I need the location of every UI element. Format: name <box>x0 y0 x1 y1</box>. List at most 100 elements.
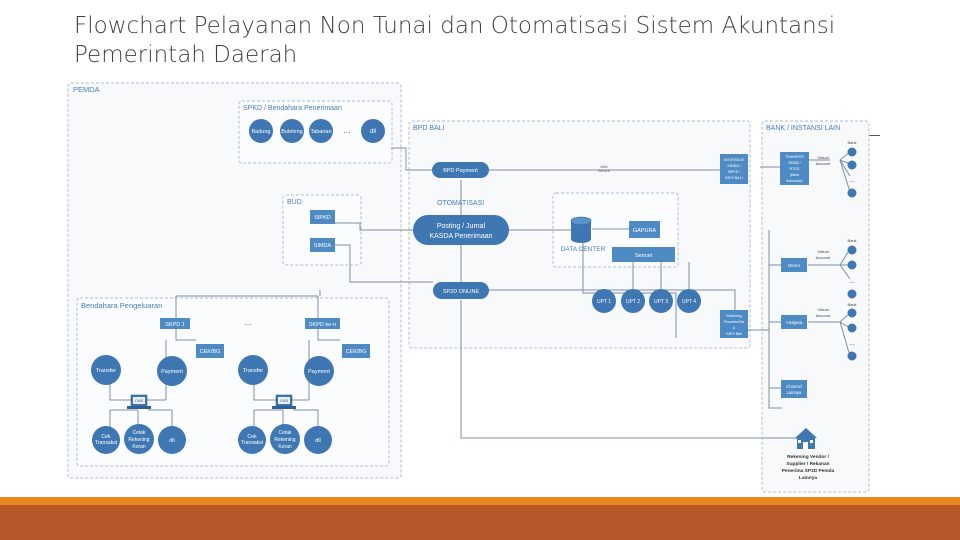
sencet-box <box>612 247 675 262</box>
virtual-account-label-1a: Virtual <box>817 155 828 160</box>
spkd-node-badung-label: Badung <box>252 129 271 135</box>
transfer-sknbi-label-5: Indonesia) <box>786 179 802 183</box>
cms-label-1: CMS <box>135 399 144 403</box>
database-icon <box>570 216 592 243</box>
web-service-label-1: Web <box>600 165 607 169</box>
cetak-rekening-label-1a: Cetak <box>132 430 146 436</box>
spkd-node-badung <box>249 119 273 143</box>
upt-node-2-label: UPT 2 <box>626 299 640 305</box>
cetak-rekening-label-2a: Cetak <box>278 430 292 436</box>
virtual-account-label-1b: Account <box>816 161 831 166</box>
dll-node-1 <box>158 426 186 454</box>
bank-panel <box>761 120 870 493</box>
channel-lainnya-box <box>781 380 807 398</box>
interface-label-3: SIPKD / <box>728 170 741 174</box>
switching-box <box>720 310 748 338</box>
web-service-label-2: Service <box>598 169 610 173</box>
bank-node-3a <box>847 308 857 318</box>
bpd-payment-node <box>432 162 489 178</box>
skpd-n-label: SKPD ke-n <box>309 322 336 328</box>
bank-node-3b <box>847 323 857 333</box>
transfer-sknbi-label-3: RTGS <box>790 167 800 171</box>
slide-title-line-2: Pemerintah Daerah <box>74 42 298 68</box>
title-rule <box>868 135 880 136</box>
bendahara-panel <box>76 297 390 467</box>
bank-ellipsis-3: … <box>849 341 855 347</box>
cetak-rekening-label-2b: Rekening <box>274 437 295 443</box>
payment-node-1 <box>157 356 187 386</box>
skpd-n-box <box>305 318 340 329</box>
bendahara-label: Bendahara Pengeluaran <box>81 301 162 310</box>
posting-label-2: KASDA Penerimaan <box>429 233 492 240</box>
payment-label-1: Payment <box>161 369 183 375</box>
transfer-sknbi-label-1: TRANSFER <box>785 155 804 159</box>
bank-node-2c <box>847 289 857 299</box>
transfer-node-1 <box>91 355 121 385</box>
simda-label: SIMDA <box>314 243 332 249</box>
bud-panel <box>282 194 362 266</box>
interface-box <box>720 154 748 184</box>
dll-label-2: dll <box>315 438 321 444</box>
channel-lainnya-label-1: Channel <box>786 384 802 389</box>
upt-nodes: UPT 1 UPT 2 UPT 3 UPT 4 <box>592 289 701 313</box>
switching-label-2: Prosedur/Sw <box>724 320 745 324</box>
cek-bg-box-2 <box>342 344 370 358</box>
cek-bg-label-1: CEK/BG <box>200 349 221 355</box>
channel-lainnya-label-2: Lainnya <box>787 390 802 395</box>
vendor-label-2: Supplier / Rekanan <box>786 461 829 467</box>
interface-label-1: INTERFACE <box>724 158 745 162</box>
house-icon <box>795 428 817 449</box>
bank-node-2b <box>847 260 857 270</box>
sipkd-label: SIPKD <box>314 215 331 221</box>
data-center-label: DATA CENTER <box>561 246 606 253</box>
switching-label-4: INFO Bali <box>726 332 742 336</box>
cek-transaksi-node-1 <box>92 426 120 454</box>
laptop-icon-1 <box>127 394 151 409</box>
cetak-rekening-label-1b: Rekening <box>128 437 149 443</box>
footer-bar-rust <box>0 505 960 540</box>
transfer-node-2 <box>238 355 268 385</box>
gapura-box <box>629 221 660 238</box>
bank-node-1c <box>847 188 857 198</box>
switching-label-3: & <box>733 326 736 330</box>
payment-node-2 <box>304 356 334 386</box>
virtual-account-label-2a: Virtual <box>817 249 828 254</box>
interface-label-2: SIMDA / <box>727 164 740 168</box>
bank-node-3c <box>847 351 857 361</box>
upt-node-4 <box>677 289 701 313</box>
virtual-account-label-3a: Virtual <box>817 307 828 312</box>
vendor-label-1: Rekening Vendor / <box>787 454 830 460</box>
simda-box <box>310 238 335 252</box>
bank-ellipsis-1: … <box>849 178 855 184</box>
spkd-node-buleleng <box>280 119 304 143</box>
bank-label: BANK / INSTANSI LAIN <box>766 125 840 132</box>
posting-node <box>413 215 509 245</box>
skpd-1-box <box>160 318 190 329</box>
virtual-account-label-3b: Account <box>816 313 831 318</box>
otomatisasi-label: OTOMATISASI <box>437 200 484 207</box>
slide-title: Flowchart Pelayanan Non Tunai dan Otomat… <box>74 12 894 70</box>
sencet-label: Sencet <box>635 253 653 259</box>
laptop-icon-2 <box>272 394 296 409</box>
artajasa-box <box>781 315 807 329</box>
footer-bar-orange <box>0 497 960 505</box>
spkd-node-buleleng-label: Buleleng <box>281 129 302 135</box>
cetak-rekening-label-2c: Koran <box>278 444 292 450</box>
skpd-1-label: SKPD 1 <box>165 322 185 328</box>
vendor-label-4: Lainnya <box>799 475 817 481</box>
transfer-sknbi-label-2: SKNBI / <box>788 161 800 165</box>
pemda-label: PEMDA <box>73 85 100 94</box>
cek-bg-label-2: CEK/BG <box>346 349 367 355</box>
cek-transaksi-label-2a: Cek <box>247 434 257 440</box>
dll-label-1: dll <box>169 438 175 444</box>
upt-node-2 <box>621 289 645 313</box>
cek-transaksi-node-2 <box>238 426 266 454</box>
sp2d-online-node <box>433 282 489 299</box>
vendor-label-3: Penerima SP2D Pemda <box>782 468 835 474</box>
bud-label: BUD <box>287 199 302 206</box>
slide-title-line-1: Flowchart Pelayanan Non Tunai dan Otomat… <box>74 13 836 39</box>
bank-node-1b <box>847 160 857 170</box>
spkd-node-dll <box>361 119 385 143</box>
transfer-label-2: Transfer <box>243 368 263 374</box>
cek-transaksi-label-2b: Transaksi <box>241 440 263 446</box>
